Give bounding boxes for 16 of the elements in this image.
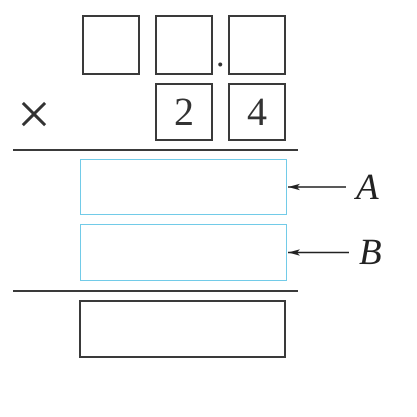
digit: 4 [247,92,267,132]
answer-box [228,15,286,75]
answer-box [80,224,287,281]
arrow [288,249,349,256]
answer-box [80,159,287,215]
digit-box [155,83,213,141]
digit-box [228,83,286,141]
letter-label: B [359,234,382,271]
decimal-point: . [216,39,224,73]
answer-box [82,15,140,75]
answer-box [79,300,286,358]
arrow [288,184,346,190]
digit: 2 [174,92,194,132]
multiplication-sign: × [17,84,51,144]
letter-label: A [356,169,379,206]
answer-box [155,15,213,75]
